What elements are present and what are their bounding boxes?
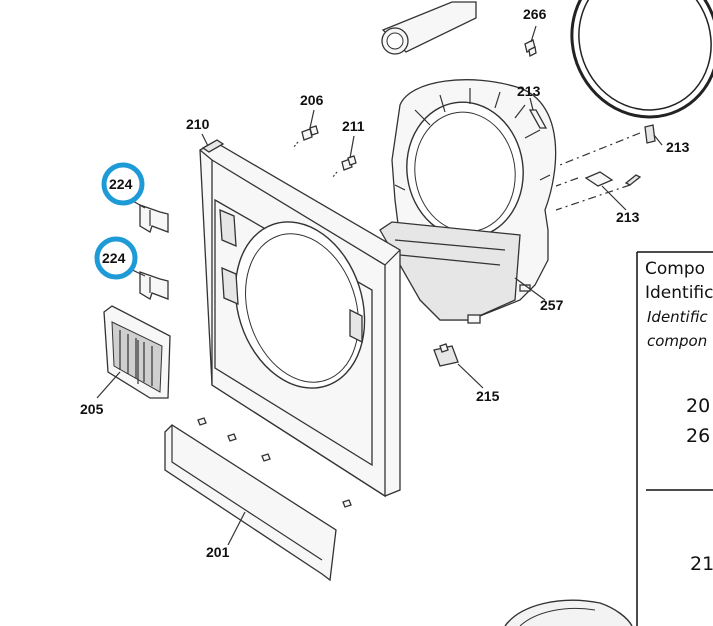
duct-part bbox=[381, 1, 477, 55]
hinge-224-bottom bbox=[139, 271, 169, 300]
label-215: 215 bbox=[476, 388, 500, 404]
label-257: 257 bbox=[540, 297, 564, 313]
label-211: 211 bbox=[342, 118, 365, 134]
table-header-line3: Identific bbox=[647, 308, 708, 326]
drum-belt-part bbox=[570, 0, 713, 119]
label-213-top: 213 bbox=[517, 83, 541, 99]
component-table: Compo Identific Identific compon 20 26 2… bbox=[636, 251, 713, 626]
panel-screws bbox=[197, 417, 352, 508]
table-row-3: 21 bbox=[690, 553, 713, 575]
label-266: 266 bbox=[523, 6, 547, 22]
label-213-right: 213 bbox=[666, 139, 690, 155]
toe-panel-part bbox=[164, 424, 337, 582]
label-205: 205 bbox=[80, 401, 104, 417]
label-224-top: 224 bbox=[109, 176, 133, 192]
label-201: 201 bbox=[206, 544, 230, 560]
front-panel-part bbox=[199, 139, 401, 498]
screws-211 bbox=[331, 155, 357, 179]
label-224-bottom: 224 bbox=[102, 250, 126, 266]
bracket-213-top bbox=[528, 109, 548, 129]
bracket-213-right bbox=[555, 124, 656, 211]
label-210: 210 bbox=[186, 116, 210, 132]
clip-266 bbox=[524, 39, 537, 57]
table-header-line4: compon bbox=[647, 332, 707, 350]
door-switch-part bbox=[433, 343, 459, 367]
table-header-line2: Identific bbox=[645, 283, 713, 303]
lint-filter-part bbox=[103, 305, 171, 399]
label-213-lower: 213 bbox=[616, 209, 640, 225]
table-row-2: 26 bbox=[686, 425, 710, 447]
highlight-circle-224-top bbox=[101, 162, 145, 206]
bracket-213-lower bbox=[584, 171, 642, 187]
table-header-line1: Compo bbox=[645, 259, 705, 279]
hinge-224-top bbox=[139, 204, 169, 233]
leader-lines bbox=[96, 25, 663, 546]
table-row-1: 20 bbox=[686, 395, 710, 417]
screws-206 bbox=[292, 125, 319, 149]
partial-drum-part bbox=[504, 599, 633, 626]
front-bulkhead-part bbox=[379, 79, 557, 324]
label-206: 206 bbox=[300, 92, 324, 108]
highlight-circle-224-bottom bbox=[94, 236, 138, 280]
